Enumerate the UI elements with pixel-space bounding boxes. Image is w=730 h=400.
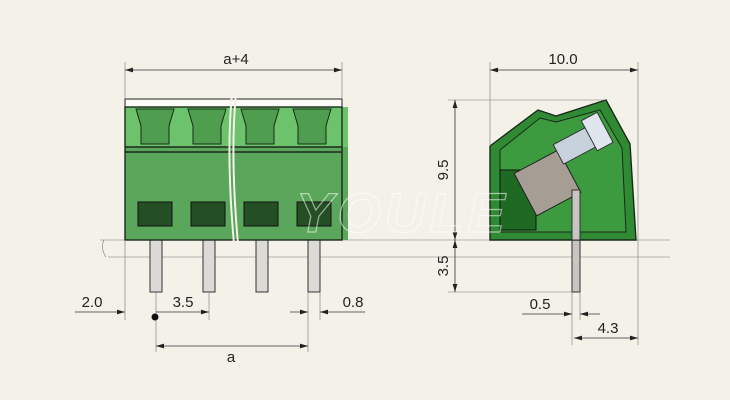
dim-a-plus-4: a+4: [223, 51, 248, 68]
side-view: [489, 99, 637, 293]
watermark: YOULE: [296, 181, 509, 244]
dim-2-0: 2.0: [82, 294, 103, 311]
dim-pitch: 3.5: [173, 294, 194, 311]
front-view: [124, 93, 348, 293]
screw-windows: [137, 201, 332, 227]
dim-0-8: 0.8: [343, 294, 364, 311]
dim-4-3: 4.3: [598, 320, 619, 337]
dim-a: a: [227, 349, 236, 366]
dim-0-5: 0.5: [530, 296, 551, 313]
dim-3-5-pin: 3.5: [435, 256, 452, 277]
front-dimensions: a+4 2.0 3.5 0.8 a: [75, 51, 365, 366]
dim-9-5: 9.5: [435, 160, 452, 181]
pins: [149, 239, 321, 293]
side-dimensions: 10.0 9.5 3.5 0.5 4.3: [435, 51, 639, 345]
clamp-section: [513, 111, 614, 217]
wire-entries: [135, 108, 332, 145]
dim-10-0: 10.0: [548, 51, 577, 68]
